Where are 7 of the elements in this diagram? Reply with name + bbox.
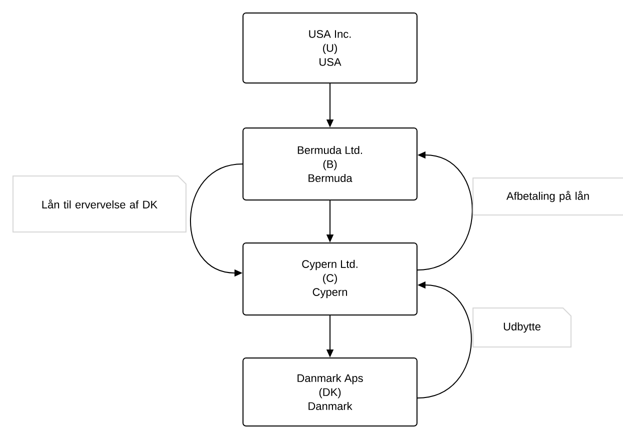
entity-box: USA Inc. (U) USA (242, 12, 418, 84)
entity-box: Bermuda Ltd. (B) Bermuda (242, 128, 418, 200)
entity-box: Danmark Aps (DK) Danmark (242, 358, 418, 426)
note: Lån til ervervelse af DK (12, 176, 186, 232)
note: Udbytte (472, 308, 572, 348)
entity-box: Cypern Ltd. (C) Cypern (242, 242, 418, 316)
note: Afbetaling på lån (472, 178, 623, 216)
